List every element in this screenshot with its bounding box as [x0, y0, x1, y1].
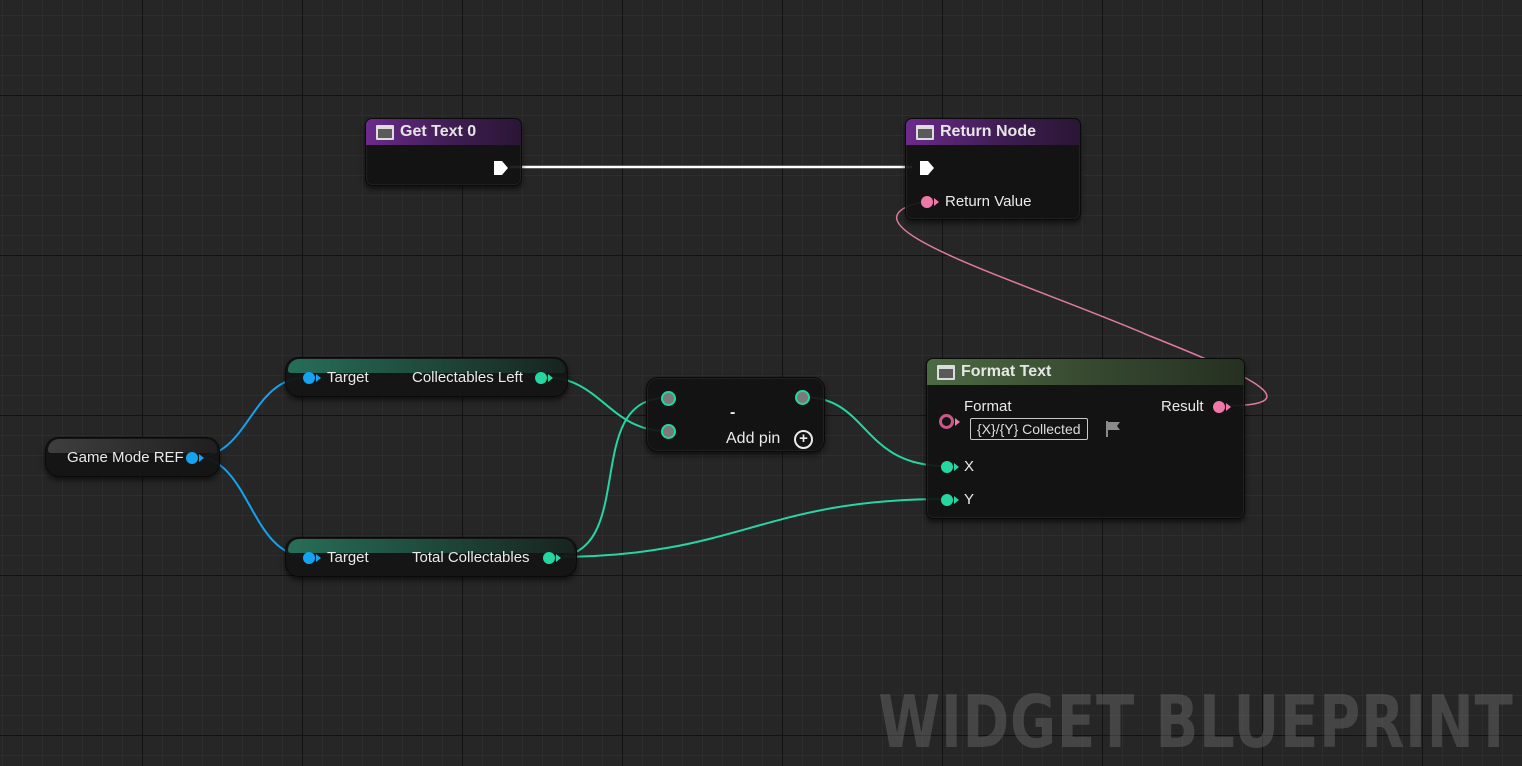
subtract-out-pin[interactable] — [795, 390, 810, 405]
game-mode-ref-out-pin[interactable] — [186, 452, 198, 464]
return-value-label: Return Value — [945, 193, 1032, 210]
get-text-title: Get Text 0 — [400, 123, 477, 140]
function-icon — [916, 124, 934, 140]
add-pin-label[interactable]: Add pin — [726, 430, 781, 447]
collectables-left-label: Collectables Left — [412, 369, 523, 386]
total-collectables-label: Total Collectables — [412, 549, 530, 566]
widget-blueprint-watermark: WIDGET BLUEPRINT — [878, 680, 1514, 764]
y-label: Y — [964, 491, 975, 508]
total-collectables-out-pin[interactable] — [543, 552, 555, 564]
subtract-symbol: - — [730, 404, 736, 421]
target-in-pin[interactable] — [303, 552, 315, 564]
pin-arrow-icon — [954, 496, 959, 504]
format-text-node[interactable]: Format Text Format {X}/{Y} Collected Res… — [926, 358, 1245, 519]
target-label: Target — [327, 369, 369, 386]
subtract-in-b-pin[interactable] — [661, 424, 676, 439]
get-text-node[interactable]: Get Text 0 — [365, 118, 522, 186]
add-pin-icon[interactable]: + — [794, 430, 813, 449]
return-node[interactable]: Return Node Return Value — [905, 118, 1081, 220]
target-label: Target — [327, 549, 369, 566]
pin-arrow-icon — [955, 418, 960, 426]
return-node-header: Return Node — [906, 119, 1080, 145]
format-text-title: Format Text — [961, 363, 1052, 380]
pin-arrow-icon — [934, 198, 939, 206]
game-mode-ref-node[interactable]: Game Mode REF — [45, 437, 220, 477]
pin-arrow-icon — [548, 374, 553, 382]
localization-flag-icon[interactable] — [1105, 421, 1123, 437]
collectables-left-node[interactable]: Target Collectables Left — [285, 357, 568, 397]
pin-arrow-icon — [954, 463, 959, 471]
return-node-title: Return Node — [940, 123, 1036, 140]
pin-arrow-icon — [556, 554, 561, 562]
return-value-pin[interactable] — [921, 196, 933, 208]
get-text-header: Get Text 0 — [366, 119, 521, 145]
pin-arrow-icon — [316, 554, 321, 562]
function-icon — [937, 364, 955, 380]
format-text-input[interactable]: {X}/{Y} Collected — [970, 418, 1088, 440]
format-y-pin[interactable] — [941, 494, 953, 506]
pin-arrow-icon — [316, 374, 321, 382]
result-label: Result — [1161, 398, 1204, 415]
pin-arrow-icon — [1226, 403, 1231, 411]
game-mode-ref-label: Game Mode REF — [67, 449, 184, 466]
format-text-header: Format Text — [927, 359, 1244, 385]
subtract-node[interactable]: - Add pin + — [646, 377, 825, 452]
target-in-pin[interactable] — [303, 372, 315, 384]
wire-total-collectables-to-format-y[interactable] — [552, 498, 947, 558]
exec-in-pin-icon[interactable] — [919, 160, 935, 176]
total-collectables-node[interactable]: Target Total Collectables — [285, 537, 577, 577]
result-out-pin[interactable] — [1213, 401, 1225, 413]
format-x-pin[interactable] — [941, 461, 953, 473]
pin-arrow-icon — [199, 454, 204, 462]
function-icon — [376, 124, 394, 140]
subtract-in-a-pin[interactable] — [661, 391, 676, 406]
exec-out-pin-icon[interactable] — [493, 160, 509, 176]
x-label: X — [964, 458, 975, 475]
format-label: Format — [964, 398, 1012, 415]
collectables-left-out-pin[interactable] — [535, 372, 547, 384]
format-in-pin[interactable] — [939, 414, 954, 429]
